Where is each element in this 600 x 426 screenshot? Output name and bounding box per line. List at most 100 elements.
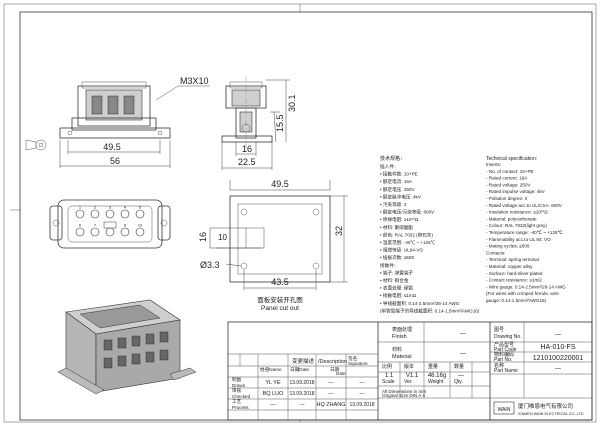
value-weight: 46.16g xyxy=(428,373,446,379)
pe-contact xyxy=(103,221,117,229)
row-sign: — xyxy=(328,391,334,397)
row-sdate: — xyxy=(360,391,365,397)
sign-cn: 签名 xyxy=(348,355,357,362)
spec-en-line: - Rated current: 16A xyxy=(486,176,528,181)
company-logo-icon xyxy=(493,401,515,415)
spec-en-line: - Rated voltage: 250V xyxy=(486,182,531,187)
spec-cn-line: 插入件： xyxy=(380,163,398,170)
spec-cn-line: • 接触电阻: ≤1mΩ xyxy=(380,292,417,299)
spec-en-line: - No. of contact: 10+PE xyxy=(486,169,534,174)
row-sdate: 13.09.2018 xyxy=(349,402,374,408)
label-part-name-cn: 名称 xyxy=(494,362,504,369)
spec-cn-line: • 端子: 弹簧端子 xyxy=(380,269,413,276)
spec-en-line: - Terminal: spring terminal xyxy=(486,257,539,262)
value-material: — xyxy=(460,351,466,357)
dims-note-1: All Dimensions in mm xyxy=(382,389,426,394)
spec-cn-line: • 额定电压: 250V xyxy=(380,186,415,193)
value-part-name: — xyxy=(555,366,561,372)
sign-en: Signature xyxy=(348,361,368,366)
dim-side-total: 30.1 xyxy=(287,94,297,112)
label-part-no-en: Part No. xyxy=(494,357,512,363)
value-scale: 1:1 xyxy=(385,373,394,379)
date-cn: 日期 xyxy=(330,367,340,373)
label-material-cn: 材料 xyxy=(392,346,402,353)
dim-cut-top: 49.5 xyxy=(271,179,289,189)
company-cn: 厦门唯恩电气有限公司 xyxy=(518,402,573,410)
value-qty: — xyxy=(458,373,464,379)
row-role-en: Drawn xyxy=(232,383,246,388)
spec-en-line: - Colour: RAL 7032(light grey) xyxy=(486,223,547,228)
spec-en-line: - Material: copper alloy xyxy=(486,264,533,269)
spec-en-line: (For wires with crimped ferrule, wire xyxy=(486,291,559,296)
pin-contact xyxy=(135,227,145,237)
spec-en-line: - Rated voltage acc.to UL/CSA: 600V xyxy=(486,203,563,208)
row-role-cn: 工艺 xyxy=(232,399,242,404)
label-qty-cn: 数量 xyxy=(454,363,464,370)
pin-contact xyxy=(105,209,115,219)
rev-header-cn: 变更描述 xyxy=(292,357,315,365)
pin-number: 4 xyxy=(124,205,127,210)
row-name: — xyxy=(270,402,276,408)
spec-en-line: - Contact resistance: ≤1mΩ xyxy=(486,278,542,283)
pin-number: 6 xyxy=(79,223,82,228)
spec-en-heading: Technical specification: xyxy=(486,156,537,162)
pin-number: 1 xyxy=(79,205,82,210)
spec-cn-heading: 技术规格： xyxy=(380,155,405,162)
spec-cn-line: • 接触件数: 10+PE xyxy=(380,171,418,178)
value-drawing-no: — xyxy=(555,332,561,338)
spec-en-line: - Surface: hard-silver plated xyxy=(486,271,543,276)
spec-en-line: - Rated impulse voltage: 4kV xyxy=(486,189,546,194)
dim-cut-bottom: 43.5 xyxy=(271,277,289,287)
label-finish-cn: 表面处理 xyxy=(392,326,412,333)
pin-contact xyxy=(105,227,115,237)
company-en: XIAMEN WAIN ELECTRICAL CO.,LTD xyxy=(518,412,584,416)
spec-cn-line: • 额定电压/污染等级: 600V xyxy=(380,209,435,216)
spec-en-line: gauge: 0.14-1.5mm²/AWG16) xyxy=(486,298,547,303)
label-scale-cn: 比例 xyxy=(382,363,392,370)
label-drawing-no-en: Drawing No. xyxy=(494,334,522,340)
label-part-code-en: Part Code xyxy=(494,347,517,353)
spec-en-line: - Flammability acc.to UL 94: VO xyxy=(486,237,551,242)
pin-contact xyxy=(90,227,100,237)
spec-cn-line: • 导线截面积: 0.14-2.5mm²/26-14 AWG xyxy=(380,300,460,307)
row-role-en: Checked xyxy=(232,394,251,399)
label-ver-en: Ver. xyxy=(404,379,413,385)
pin-contact xyxy=(75,209,85,219)
dim-side-lower: 15.5 xyxy=(275,114,285,132)
spec-cn-line: 接触件： xyxy=(380,262,398,269)
label-weight-en: Weight xyxy=(428,379,444,385)
label-scale-en: Scale xyxy=(382,379,395,385)
rev-header-en: /Description xyxy=(318,359,347,365)
label-part-no-cn: 物料编码 xyxy=(494,351,514,358)
row-sdate: — xyxy=(360,380,365,386)
date-en: Date xyxy=(336,371,346,376)
pin-contact xyxy=(75,227,85,237)
panel-cut-title-en: Panel cut out xyxy=(261,305,299,312)
row-role-en: Process xyxy=(232,405,249,410)
pin-number: 5 xyxy=(139,205,142,210)
pin-number: 7 xyxy=(94,223,97,228)
row-role-cn: 审核 xyxy=(232,387,242,394)
row-role-cn: 制图 xyxy=(232,376,242,383)
spec-en: Technical specification: Inserts:- No. o… xyxy=(486,156,566,303)
dim-cut-inner-height: 16 xyxy=(198,232,208,242)
spec-en-line: - Pollution degree: 3 xyxy=(486,196,528,201)
dims-note-2: Original Size DIN A 4 xyxy=(382,393,425,398)
spec-cn-line: • 阻燃等级: UL94-VO xyxy=(380,247,423,254)
logo-text: WAIN xyxy=(498,407,511,413)
label-qty-en: Qty. xyxy=(454,379,463,385)
panel-cut-title-cn: 面板安装开孔图 xyxy=(257,295,303,304)
label-material-en: Material xyxy=(392,354,412,360)
spec-cn-line: • 表面处理: 硬银 xyxy=(380,285,413,292)
date2-en: /Date xyxy=(298,367,309,372)
dim-front-outer: 56 xyxy=(110,156,120,166)
dim-front-inner: 49.5 xyxy=(103,142,121,152)
projection-symbol xyxy=(25,139,47,151)
spec-cn-line: • 绝缘电阻: ≥10¹⁰Ω xyxy=(380,216,419,223)
pin-number: 2 xyxy=(94,205,97,210)
row-date: 13.09.2018 xyxy=(289,391,314,397)
spec-en-line: - Mating cycles: ≥500 xyxy=(486,244,530,249)
pin-contact xyxy=(135,209,145,219)
